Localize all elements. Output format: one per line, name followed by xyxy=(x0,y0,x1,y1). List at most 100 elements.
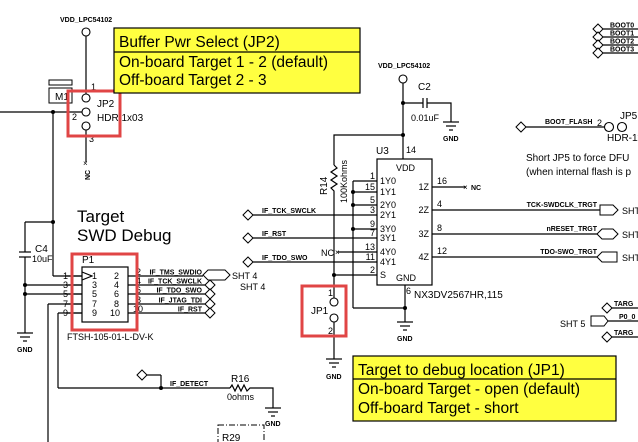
pin-name: 1Y1 xyxy=(380,187,396,197)
jp5-note: Short JP5 to force DFU xyxy=(526,153,629,164)
pin-number: 5 xyxy=(370,195,375,205)
note-line: On-board Target 1 - 2 (default) xyxy=(119,54,328,71)
sheet-ref: SHT 5 xyxy=(560,319,585,329)
nc-label: NC xyxy=(471,185,481,192)
r16-value: 0ohms xyxy=(227,392,255,402)
pin-number: 2 xyxy=(114,271,119,281)
gnd-label: GND xyxy=(443,136,459,143)
sheet-connector-icon xyxy=(596,251,618,263)
note-line: On-board Target - open (default) xyxy=(358,381,580,398)
gnd-label: GND xyxy=(265,421,281,428)
pin-number: 6 xyxy=(114,289,119,299)
power-port-icon xyxy=(81,27,91,37)
sheet-ref: SHT xyxy=(622,230,638,240)
mount-icon xyxy=(48,79,73,86)
net-label: IF_DETECT xyxy=(170,381,209,388)
p1-highlight xyxy=(70,252,139,332)
sheet-ref: SHT 4 xyxy=(232,271,257,281)
port-icon xyxy=(601,302,613,314)
pin-name: 2Y1 xyxy=(380,210,396,220)
nc-x-icon: × xyxy=(335,248,340,257)
pin-name: 3Y1 xyxy=(380,233,396,243)
pin-number: 5 xyxy=(63,289,68,299)
note-line: Off-board Target - short xyxy=(358,400,519,417)
pin-number: 7 xyxy=(92,299,97,309)
pin-name: 4Y0 xyxy=(380,247,396,257)
jp5-ref: JP5 xyxy=(620,111,638,122)
r14-value: 100Kohms xyxy=(339,159,349,203)
power-port-icon xyxy=(398,74,408,84)
r29-ref: R29 xyxy=(222,433,241,442)
if-detect-net: IF_DETECT R16 0ohms GND R29 xyxy=(58,369,281,442)
pin-number: 1 xyxy=(92,271,97,281)
net-label: BOOT3 xyxy=(610,47,634,54)
sheet-ref: SHT xyxy=(622,206,638,216)
sheet-connector-icon xyxy=(590,315,609,327)
net-label: TCK-SWDCLK_TRGT xyxy=(527,202,598,209)
pin-number: 6 xyxy=(406,286,411,296)
net-label: IF_TDO_SWO xyxy=(262,255,308,262)
pin-number: 2 xyxy=(370,265,375,275)
r14-ref: R14 xyxy=(319,176,330,195)
pin-number: 3 xyxy=(370,205,375,215)
pin-number: 6 xyxy=(136,285,141,295)
jp1-pin2 xyxy=(329,313,339,323)
pin-number: 14 xyxy=(406,145,416,155)
pin-number: 2 xyxy=(72,112,77,122)
gnd-label: GND xyxy=(397,336,413,343)
nc-x-icon: × xyxy=(83,159,88,168)
pin-number: 2 xyxy=(597,118,602,128)
pin-number: 2 xyxy=(328,326,333,336)
u3-vdd-label: VDD xyxy=(396,163,416,173)
pin-name: 4Y1 xyxy=(380,257,396,267)
net-label: TDO-SWO_TRGT xyxy=(540,249,597,256)
note-jp2: Buffer Pwr Select (JP2) On-board Target … xyxy=(113,27,361,94)
u3-part: NX3DV2567HR,115 xyxy=(414,290,503,301)
net-label: BOOT_FLASH xyxy=(545,119,592,126)
net-label: BOOT2 xyxy=(610,39,634,46)
pin-name: 3Z xyxy=(418,229,429,239)
jp5-pin xyxy=(616,121,628,133)
pin-number: 8 xyxy=(136,295,141,305)
jp2-highlight xyxy=(66,89,122,138)
pin-name: 1Z xyxy=(418,182,429,192)
port-icon xyxy=(601,331,613,343)
nc-label: NC xyxy=(321,248,334,258)
c4-block: C4 10uF GND xyxy=(17,112,82,354)
c4-value: 10uF xyxy=(32,254,53,264)
net-label: IF_JTAG_TDI xyxy=(159,298,202,305)
sheet-connector-icon xyxy=(599,204,619,216)
pin-name: S xyxy=(380,270,386,280)
c2-ref: C2 xyxy=(418,82,431,93)
gnd-icon xyxy=(17,332,33,342)
net-label: BOOT0 xyxy=(610,23,634,30)
nc-x-icon: × xyxy=(463,183,468,192)
pin-number: 11 xyxy=(366,252,375,262)
pin-number: 8 xyxy=(114,299,119,309)
net-label: IF_RST xyxy=(262,231,287,238)
port-icon xyxy=(592,47,604,59)
pin-number: 1 xyxy=(63,271,68,281)
u3-ref: U3 xyxy=(376,146,389,157)
pin-number: 9 xyxy=(370,219,375,229)
pin-number: 8 xyxy=(437,223,442,233)
net-label: IF_TCK_SWCLK xyxy=(148,279,202,286)
u3-block: VDD_LPC54102 GND C2 0.01uF R14 100Kohms … xyxy=(240,63,638,343)
note-title: Target to debug location (JP1) xyxy=(358,362,565,379)
c4-ref: C4 xyxy=(35,244,48,255)
pin-name: 2Z xyxy=(418,205,429,215)
r16-ref: R16 xyxy=(231,374,250,385)
pin-name: 3Y0 xyxy=(380,224,396,234)
pin-number: 15 xyxy=(365,182,375,192)
gnd-icon xyxy=(265,407,281,417)
pin-number: 3 xyxy=(89,134,94,144)
net-label: nRESET_TRGT xyxy=(546,226,597,233)
net-label: IF_TCK_SWCLK xyxy=(262,208,316,215)
note-line: Off-board Target 2 - 3 xyxy=(119,72,267,89)
mount-ref: M1 xyxy=(55,92,69,103)
p1-ref: P1 xyxy=(82,255,95,266)
r29-outline xyxy=(217,424,265,442)
jp1-block: 1 2 JP1 GND xyxy=(300,284,348,381)
power-label: VDD_LPC54102 xyxy=(378,63,430,70)
